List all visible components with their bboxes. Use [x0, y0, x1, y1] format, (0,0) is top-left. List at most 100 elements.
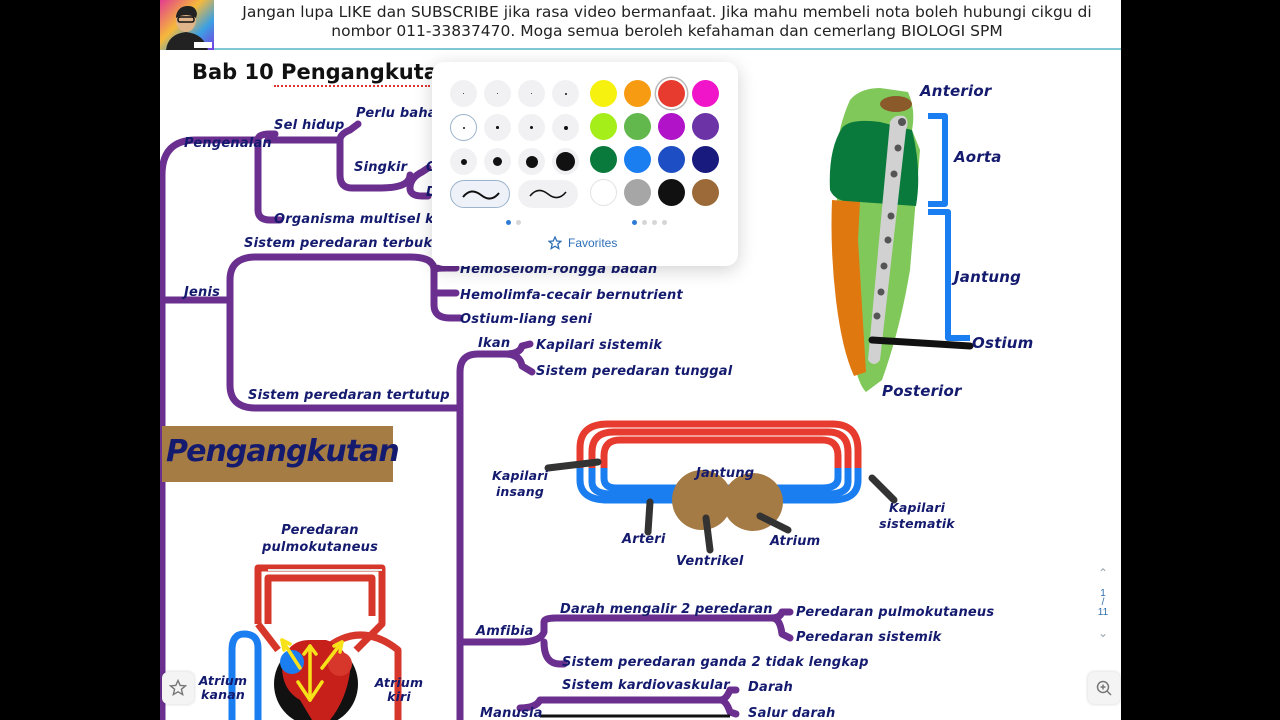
label-ostium: Ostium	[972, 334, 1034, 352]
color-swatch[interactable]	[692, 80, 719, 107]
favorites-button[interactable]: Favorites	[548, 236, 617, 250]
page-separator: /	[1101, 597, 1105, 608]
note-title: Bab 10 Pengangkutan	[192, 60, 453, 84]
label-sistem-tertutup: Sistem peredaran tertutup	[248, 388, 450, 403]
label-jantung: Jantung	[954, 268, 1022, 286]
pen-size-9-button[interactable]	[450, 148, 477, 175]
color-page-dots	[632, 220, 667, 225]
spellcheck-underline	[274, 84, 430, 87]
color-swatch[interactable]	[624, 179, 651, 206]
label-peredaran-pulmokutaneus: Peredaran pulmokutaneus	[796, 605, 995, 620]
color-swatch[interactable]	[624, 80, 651, 107]
pen-size-7-button[interactable]	[518, 114, 545, 141]
label-singkir-d: D	[426, 185, 437, 200]
label-ventrikel: Ventrikel	[676, 554, 744, 569]
pen-size-4-button[interactable]	[552, 80, 579, 107]
label-kapilari-sistematik: Kapilari sistematik	[879, 500, 955, 531]
label-sistem-kardiovaskular: Sistem kardiovaskular	[562, 678, 730, 693]
label-kapilari-sistemik: Kapilari sistemik	[536, 338, 663, 353]
label-organisma-multisel: Organisma multisel ke	[274, 212, 443, 227]
note-canvas-screen[interactable]: Pengenalan Sel hidup Perlu bahan Singkir…	[160, 0, 1121, 720]
color-swatch[interactable]	[590, 179, 617, 206]
color-swatch[interactable]	[590, 146, 617, 173]
favorites-star-icon	[548, 236, 562, 250]
label-sistem-terbuka: Sistem peredaran terbuka	[244, 236, 442, 251]
label-aorta: Aorta	[954, 148, 1002, 166]
pen-size-3-button[interactable]	[518, 80, 545, 107]
pen-palette-popover[interactable]: Favorites	[432, 62, 738, 266]
label-anterior: Anterior	[920, 82, 992, 100]
star-icon	[169, 679, 187, 697]
pen-size-12-button[interactable]	[552, 148, 579, 175]
banner-line-2: nombor 011-33837470. Moga semua beroleh …	[331, 22, 1003, 40]
pen-size-10-button[interactable]	[484, 148, 511, 175]
current-page: 1	[1100, 588, 1106, 599]
label-atrium-kiri: Atrium kiri	[374, 675, 424, 704]
color-swatch[interactable]	[658, 113, 685, 140]
title-box: Pengangkutan	[162, 426, 400, 482]
label-fish-jantung: Jantung	[696, 466, 755, 481]
label-sistem-ganda: Sistem peredaran ganda 2 tidak lengkap	[562, 655, 869, 670]
pen-size-1-button[interactable]	[450, 80, 477, 107]
pen-size-6-button[interactable]	[484, 114, 511, 141]
title-box-text: Pengangkutan	[166, 434, 400, 469]
stroke-style-pressure-button[interactable]	[518, 180, 578, 208]
page-navigator[interactable]: ⌃ 1 / 11 ⌄	[1092, 566, 1114, 640]
label-hemolimfa: Hemolimfa-cecair bernutrient	[460, 288, 683, 303]
pen-size-2-button[interactable]	[484, 80, 511, 107]
label-singkir: Singkir	[354, 160, 408, 175]
label-perlu-bahan: Perlu bahan	[356, 106, 447, 121]
label-manusia: Manusia	[480, 706, 543, 720]
color-swatch[interactable]	[590, 113, 617, 140]
label-kapilari-insang: Kapilari insang	[491, 468, 549, 499]
label-darah: Darah	[748, 680, 794, 695]
label-peredaran-sistemik: Peredaran sistemik	[796, 630, 942, 645]
note-drawing-canvas[interactable]	[160, 0, 1121, 720]
insect-heart-diagram	[829, 88, 974, 392]
color-swatch[interactable]	[692, 146, 719, 173]
stroke-wave-icon	[529, 189, 567, 199]
label-ikan: Ikan	[478, 336, 511, 351]
label-arteri: Arteri	[622, 532, 666, 547]
label-atrium: Atrium	[770, 534, 821, 549]
label-amphibian-pulmokutaneus: Peredaran pulmokutaneus	[261, 523, 379, 555]
size-page-dots	[506, 220, 521, 225]
mindmap-lines	[160, 120, 794, 720]
stroke-wave-icon	[462, 190, 500, 200]
color-swatch[interactable]	[624, 113, 651, 140]
banner-text: Jangan lupa LIKE dan SUBSCRIBE jika rasa…	[222, 3, 1112, 41]
pen-size-8-button[interactable]	[552, 114, 579, 141]
teacher-avatar-icon	[166, 6, 212, 50]
label-pengenalan: Pengenalan	[184, 136, 272, 151]
stroke-style-smooth-button[interactable]	[450, 180, 510, 208]
label-salur-darah: Salur darah	[748, 706, 836, 720]
color-swatch[interactable]	[590, 80, 617, 107]
label-posterior: Posterior	[882, 382, 962, 400]
pen-size-11-button[interactable]	[518, 148, 545, 175]
color-swatch[interactable]	[692, 179, 719, 206]
label-amfibia: Amfibia	[476, 624, 534, 639]
chevron-down-icon[interactable]: ⌄	[1097, 626, 1109, 640]
favorite-star-button[interactable]	[162, 672, 194, 704]
color-swatch[interactable]	[624, 146, 651, 173]
label-darah-mengalir: Darah mengalir 2 peredaran	[560, 602, 773, 617]
amphibian-heart-diagram	[228, 564, 402, 720]
label-jenis: Jenis	[184, 285, 221, 300]
zoom-button[interactable]	[1088, 672, 1120, 704]
label-ostium-liang: Ostium-liang seni	[460, 312, 593, 327]
zoom-in-icon	[1096, 680, 1112, 696]
color-swatch[interactable]	[658, 80, 685, 107]
color-swatch[interactable]	[658, 179, 685, 206]
fish-ventricle-shape	[672, 470, 732, 530]
chevron-up-icon[interactable]: ⌃	[1097, 566, 1109, 580]
favorites-label: Favorites	[568, 236, 618, 250]
label-sel-hidup: Sel hidup	[274, 118, 345, 133]
color-swatch[interactable]	[658, 146, 685, 173]
video-banner: Jangan lupa LIKE dan SUBSCRIBE jika rasa…	[160, 0, 1121, 50]
pen-size-5-button[interactable]	[450, 114, 477, 141]
avatar	[160, 0, 214, 50]
label-singkir-o: O	[426, 160, 437, 175]
banner-line-1: Jangan lupa LIKE dan SUBSCRIBE jika rasa…	[242, 3, 1092, 21]
label-sistem-tunggal: Sistem peredaran tunggal	[536, 364, 733, 379]
color-swatch[interactable]	[692, 113, 719, 140]
